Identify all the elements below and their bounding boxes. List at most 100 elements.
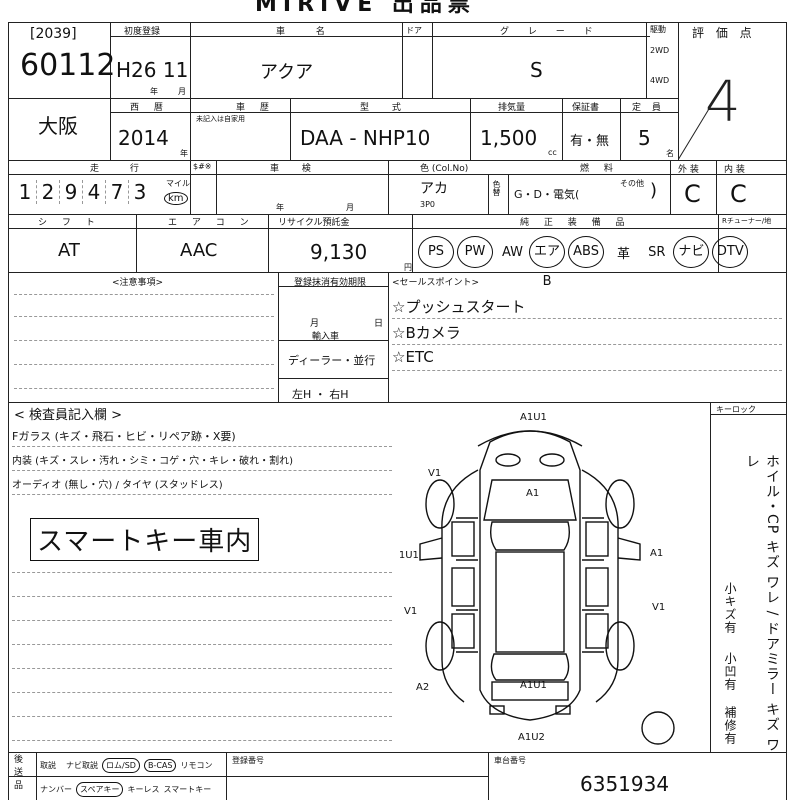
warranty-label: 保証書 — [572, 103, 600, 113]
dealer-label: ディーラー・並行 — [288, 354, 376, 367]
side-note-b: 小凹有 — [723, 652, 737, 691]
fuel-other-label: その他 — [620, 179, 644, 188]
footer-item: リモコン — [180, 761, 213, 770]
reg-month: 月 — [310, 319, 320, 329]
side-notes: ホイル・CP キズ ワレ / ドアミラー キズ ワレ — [744, 454, 780, 753]
chassis-label: 車台番号 — [494, 756, 526, 765]
page-title: MIRIVE 出品票 — [255, 0, 476, 17]
recycle-unit: 円 — [404, 263, 412, 272]
region: 大阪 — [38, 114, 78, 138]
inspector-section-label: < 検査員記入欄 > — [14, 408, 123, 423]
entry-label: 輸入車 — [312, 332, 340, 342]
footer-item: 取説 — [40, 761, 56, 770]
shift-label: シ フ ト — [38, 218, 101, 228]
footer-items-row2: ナンバー スペアキー キーレス スマートキー — [40, 782, 211, 797]
caution-label: <注意事項> — [112, 278, 164, 288]
footer-item: スペアキー — [76, 782, 124, 797]
door-label: ドア — [406, 26, 422, 35]
recycle-value: 9,130 — [310, 240, 368, 264]
displacement-value: 1,500 — [480, 126, 538, 150]
reg-valid-label: 登録抹消有効期限 — [294, 278, 367, 288]
side-note-c: 補修有 — [723, 706, 737, 745]
mark-top: A1U1 — [520, 412, 547, 423]
equip-label: 純 正 装 備 品 — [520, 218, 631, 228]
color-value: アカ — [420, 181, 448, 197]
model-label: 型 式 — [360, 103, 411, 113]
displacement-label: 排気量 — [498, 103, 526, 113]
shaken-label: 車 歴 — [236, 103, 275, 113]
fuel-label: 燃 料 — [580, 164, 619, 174]
seireki-label: 西 暦 — [130, 103, 169, 113]
first-reg-value: H26 11 — [116, 58, 189, 82]
score-diagonal — [678, 93, 719, 160]
handle-label: 左H ・ 右H — [292, 388, 349, 401]
grade-label: グ レ ー ド — [500, 27, 601, 37]
color-label: 色 (Col.No) — [420, 164, 469, 174]
mark-left-door-front: A1U1 — [400, 550, 419, 561]
aircon-label: エ ア コ ン — [168, 218, 255, 228]
inspection-month: 月 — [346, 203, 354, 212]
capacity-unit: 名 — [666, 149, 674, 158]
footer-item: キーレス — [127, 785, 160, 794]
color-change-label: 色替 — [492, 180, 501, 196]
chassis-value: 6351934 — [580, 772, 670, 796]
seireki-value: 2014 — [118, 126, 169, 150]
footer-item: ロム/SD — [102, 758, 140, 773]
audio-line: オーディオ (無し・穴) / タイヤ (スタッドレス) — [12, 480, 223, 491]
mark-left-rear: A2 — [416, 682, 429, 693]
mark-hood: A1 — [526, 488, 539, 499]
reg-no-label: 登録番号 — [232, 756, 264, 765]
inspection-label: 車 検 — [270, 164, 321, 174]
mileage-digit: 4 — [83, 180, 106, 204]
meter-label: $#※ — [193, 162, 212, 171]
keylock-label: キーロック — [716, 405, 756, 414]
warranty-value: 有・無 — [570, 134, 610, 149]
footer-label: 後 送 品 — [14, 755, 24, 791]
displacement-unit: cc — [548, 148, 557, 157]
mileage-digit: 9 — [60, 180, 83, 204]
mark-left-door-rear: V1 — [404, 606, 417, 617]
car-name-value: アクア — [260, 62, 314, 83]
equip-airbag: エアB — [529, 236, 566, 289]
drive-2wd: 2WD — [650, 46, 670, 55]
capacity-label: 定 員 — [632, 103, 665, 113]
footer-item: スマートキー — [163, 785, 212, 794]
first-reg-month-unit: 月 — [178, 87, 186, 96]
sales-point-1: ☆プッシュスタート — [392, 298, 526, 316]
mileage-digit: 3 — [133, 180, 147, 204]
first-reg-year-unit: 年 — [150, 87, 158, 96]
equip-sr: SR — [648, 244, 666, 260]
mileage-digit: 7 — [106, 180, 129, 204]
reg-day: 日 — [374, 319, 384, 329]
sales-label: <セールスポイント> — [392, 278, 480, 288]
tuner-label: Rチューナー/地 — [722, 217, 772, 225]
recycle-label: リサイクル預託金 — [278, 218, 350, 228]
shaken-note: 未記入は自家用 — [196, 115, 245, 123]
mark-rear-roof: A1U1 — [520, 680, 547, 691]
model-value: DAA - NHP10 — [300, 126, 431, 150]
mileage-digit: 2 — [37, 180, 60, 204]
equip-aw: AW — [502, 244, 524, 260]
drive-label: 駆動 — [650, 25, 666, 34]
equipment-list: PS PW AW エアB ABS 革 SR ナビ DTV — [418, 236, 751, 289]
footer-item: ナビ取説 — [66, 761, 98, 770]
car-damage-diagram: A1U1 A1 V1 A1U1 V1 A2 A1 V1 A1U1 A1U2 — [400, 412, 675, 745]
mileage-digit: 1 — [14, 180, 37, 204]
glass-line: Fガラス (キズ・飛石・ヒビ・リペア跡・X要) — [12, 430, 236, 443]
equip-ps: PS — [418, 236, 454, 268]
footer-items-row1: 取説 ナビ取説 ロム/SD B-CAS リモコン — [40, 758, 212, 773]
mark-right-door-rear: V1 — [652, 602, 665, 613]
aircon-value: AAC — [180, 240, 218, 261]
equip-dtv: DTV — [712, 236, 749, 268]
score-value: 4 — [705, 70, 741, 135]
mileage-unit-mile: マイル — [166, 179, 190, 188]
car-name-label: 車 名 — [276, 27, 339, 37]
fuel-value: G・D・電気( — [514, 188, 580, 201]
first-reg-label: 初度登録 — [124, 27, 161, 37]
capacity-value: 5 — [638, 126, 651, 150]
handwritten-note: スマートキー車内 — [30, 518, 260, 561]
lot-number: 60112 — [20, 48, 116, 83]
score-label: 評 価 点 — [692, 26, 756, 40]
interior-line: 内装 (キズ・スレ・汚れ・シミ・コゲ・穴・キレ・破れ・割れ) — [12, 456, 293, 467]
exterior-label: 外 装 — [678, 165, 699, 175]
